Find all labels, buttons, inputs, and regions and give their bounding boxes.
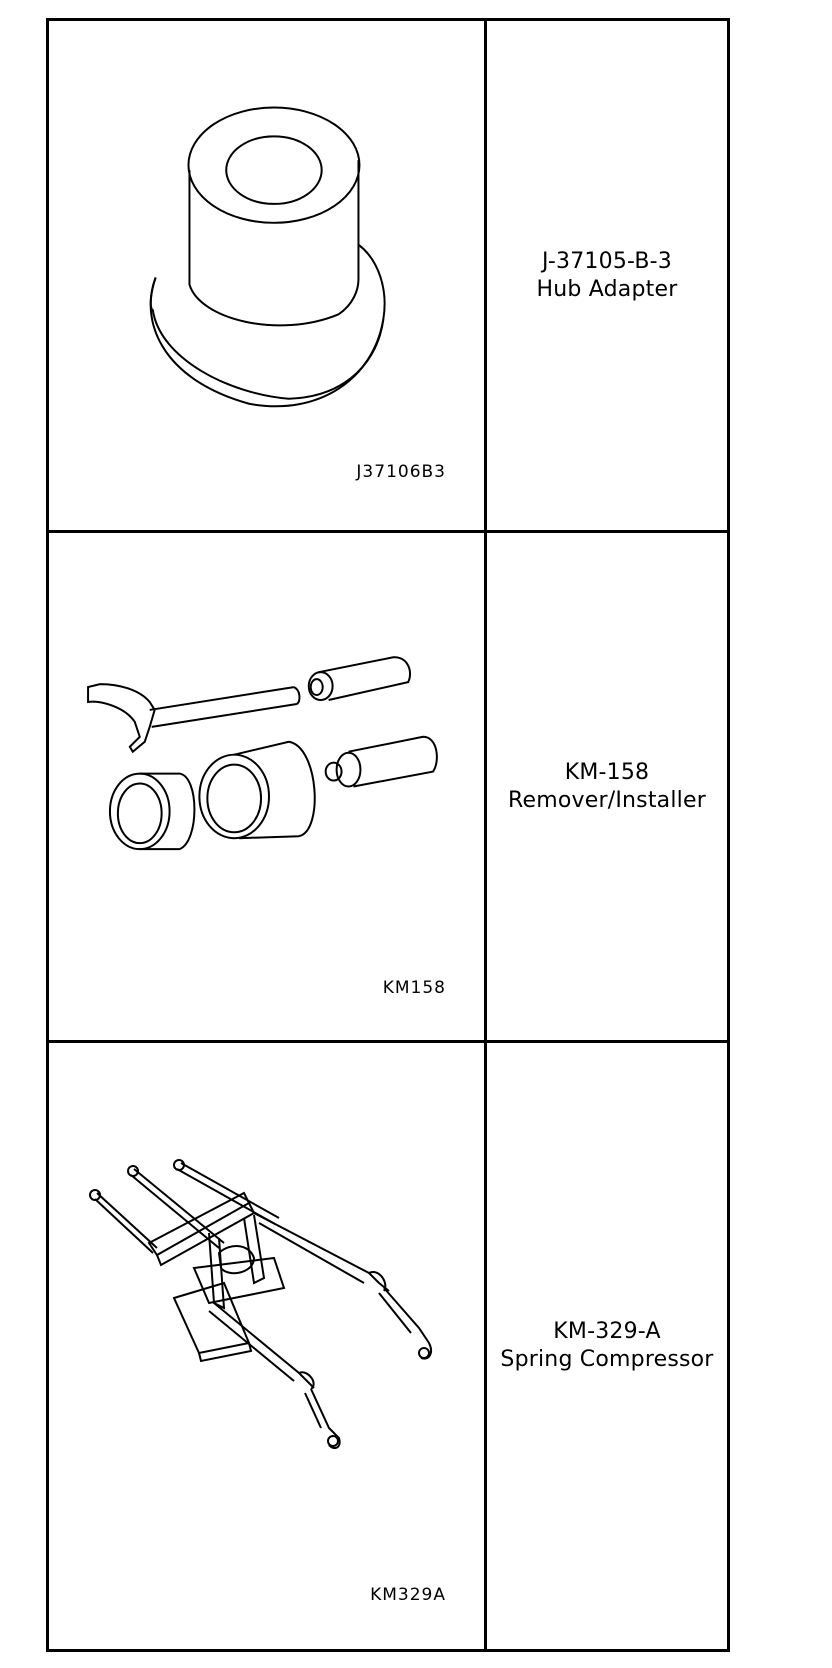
spring-compressor-illustration [89,1159,432,1450]
tool-number: J-37105-B-3 [541,248,672,274]
illustration-code: J37106B3 [356,462,446,482]
tool-description: J-37105-B-3 Hub Adapter [487,21,727,530]
illustration-code: KM329A [370,1585,446,1605]
illustration-code: KM158 [382,978,446,998]
illustration-cell: KM158 [49,533,487,1040]
hub-adapter-illustration [149,106,386,408]
tool-description: KM-158 Remover/Installer [487,533,727,1040]
illustration-cell: J37106B3 [49,21,487,530]
remover-installer-illustration [87,656,438,851]
tool-number: KM-329-A [553,1319,661,1344]
tool-name: Remover/Installer [508,787,706,813]
illustration-cell: KM329A [49,1043,487,1649]
table-row: KM158 KM-158 Remover/Installer [49,533,727,1043]
table-row: J37106B3 J-37105-B-3 Hub Adapter [49,21,727,533]
table-row: KM329A KM-329-A Spring Compressor [49,1043,727,1649]
tool-number: KM-158 [564,759,650,785]
tools-table: J37106B3 J-37105-B-3 Hub Adapter [46,18,730,1652]
tool-name: Spring Compressor [500,1347,714,1372]
tool-name: Hub Adapter [536,276,678,302]
tool-description: KM-329-A Spring Compressor [487,1043,727,1649]
